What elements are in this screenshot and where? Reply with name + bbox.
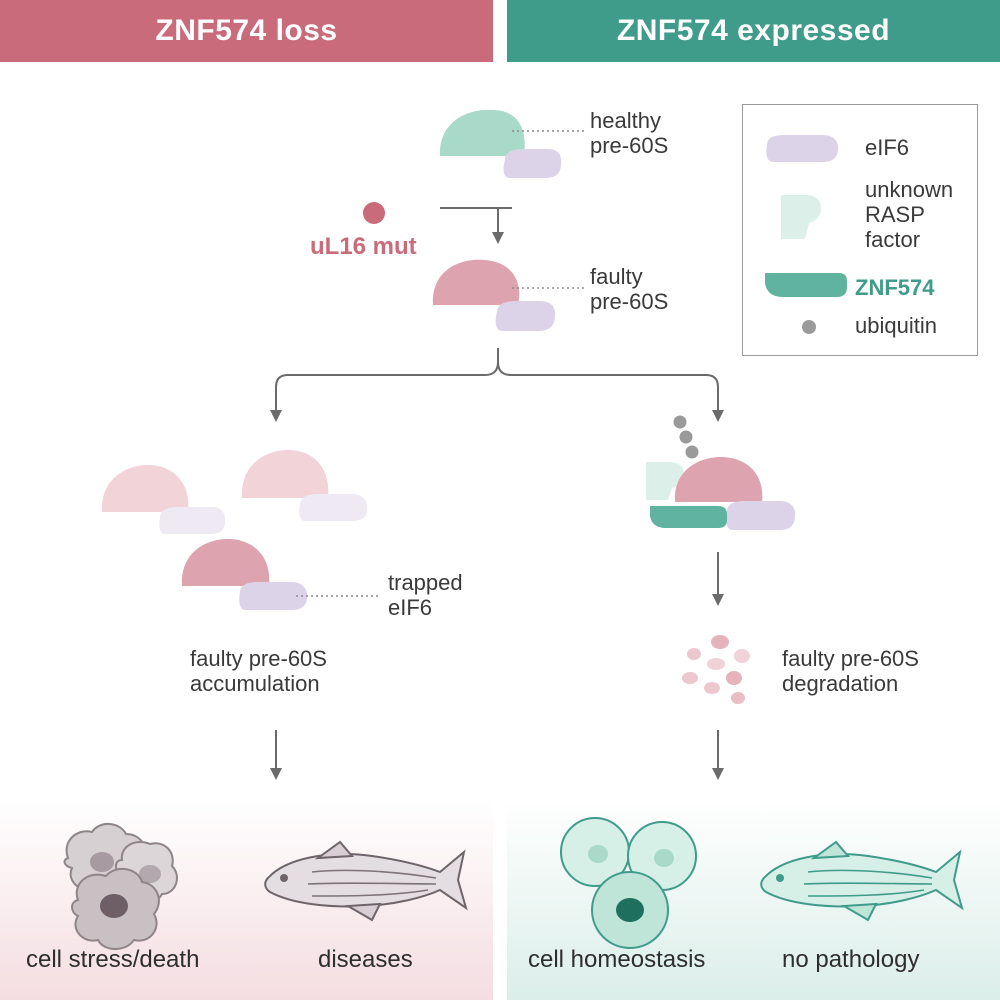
legend-znf574-label: ZNF574 bbox=[855, 275, 935, 300]
legend: eIF6 unknown RASP factor ZNF574 ubiquiti… bbox=[742, 104, 978, 356]
legend-rasp-factor-label: unknown RASP factor bbox=[865, 177, 954, 252]
stressed-cells-icon bbox=[63, 823, 178, 950]
ubiquitinated-pre60s bbox=[674, 456, 796, 530]
uL16-mut-label: uL16 mut bbox=[310, 233, 417, 260]
diseased-zebrafish-icon bbox=[264, 840, 468, 922]
healthy-pre60s-label: healthy pre-60S bbox=[590, 108, 669, 158]
accumulated-pre60s-trapped bbox=[181, 538, 308, 610]
healthy-pre60s-icon bbox=[439, 109, 562, 178]
diseases-label: diseases bbox=[318, 946, 413, 973]
faulty-pre60s-icon bbox=[432, 259, 556, 331]
right-outcome-arrowhead bbox=[712, 768, 724, 780]
cell-homeostasis-label: cell homeostasis bbox=[528, 946, 706, 973]
branch-bracket bbox=[275, 348, 719, 412]
left-branch-arrowhead bbox=[270, 410, 282, 422]
cell-stress-death-label: cell stress/death bbox=[26, 946, 200, 973]
eif6-icon bbox=[766, 135, 839, 162]
right-branch-arrowhead bbox=[712, 410, 724, 422]
uL16-mut-dot bbox=[363, 202, 385, 224]
legend-eif6-label: eIF6 bbox=[865, 135, 910, 160]
inhibition-arrow bbox=[440, 207, 512, 244]
ubiquitin-chain bbox=[673, 415, 699, 459]
rasp-factor-icon bbox=[781, 195, 821, 239]
trapped-eif6-label: trapped eIF6 bbox=[388, 570, 463, 620]
healthy-zebrafish-icon bbox=[760, 840, 964, 922]
degraded-fragments bbox=[682, 635, 750, 704]
header-znf574-loss: ZNF574 loss bbox=[0, 0, 493, 62]
rasp-factor-icon bbox=[646, 462, 684, 500]
degradation-label: faulty pre-60S degradation bbox=[782, 646, 919, 696]
degradation-arrowhead bbox=[712, 594, 724, 606]
header-znf574-expressed: ZNF574 expressed bbox=[507, 0, 1000, 62]
accumulation-label: faulty pre-60S accumulation bbox=[190, 646, 327, 696]
healthy-cells-icon bbox=[560, 817, 697, 949]
no-pathology-label: no pathology bbox=[782, 946, 920, 973]
accumulated-pre60s-pale-2 bbox=[241, 449, 368, 521]
znf574-icon bbox=[765, 273, 847, 297]
znf574-bound-icon bbox=[650, 506, 727, 528]
faulty-pre60s-label: faulty pre-60S bbox=[590, 264, 669, 314]
ubiquitin-icon bbox=[802, 320, 816, 334]
accumulated-pre60s-pale-1 bbox=[101, 464, 226, 534]
left-outcome-arrowhead bbox=[270, 768, 282, 780]
legend-ubiquitin-label: ubiquitin bbox=[855, 313, 937, 338]
